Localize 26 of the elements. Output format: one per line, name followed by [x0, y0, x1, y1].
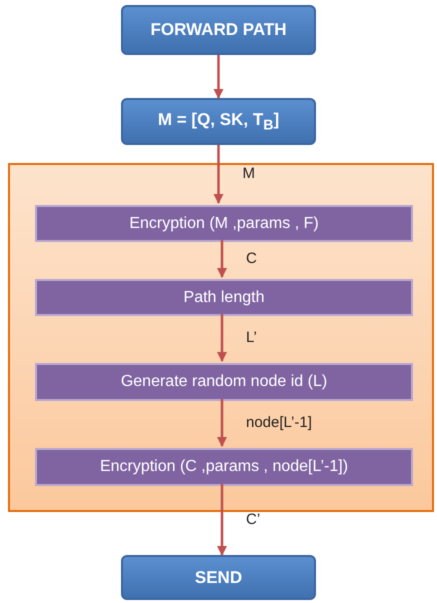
process-box [35, 363, 413, 401]
edge-label: node[L’-1] [246, 414, 312, 430]
arrow [214, 55, 224, 99]
edge-label: C’ [246, 510, 260, 528]
box-text: FORWARD PATH [150, 20, 286, 40]
process-box [121, 98, 316, 145]
process-box [35, 279, 413, 316]
box-text: SEND [194, 568, 242, 588]
box-text: Generate random node id (L) [120, 373, 328, 391]
box-text: Encryption (M ,params , F) [129, 214, 319, 232]
edge-label: L’ [246, 328, 257, 346]
container-panel [8, 163, 434, 512]
process-box [35, 205, 413, 242]
box-text: Encryption (C ,params , node[L’-1]) [100, 458, 348, 476]
arrow [217, 240, 227, 278]
box-text: Path length [184, 288, 264, 306]
arrow [217, 399, 227, 447]
process-box [121, 5, 316, 55]
arrow [217, 314, 227, 362]
box-text: M = [Q, SK, T$_{B}$] [158, 110, 280, 134]
arrow [214, 145, 224, 204]
arrow [217, 484, 227, 556]
process-box [121, 555, 316, 600]
process-box [35, 448, 413, 486]
edge-label: C [246, 250, 257, 266]
edge-label: M [242, 165, 255, 182]
